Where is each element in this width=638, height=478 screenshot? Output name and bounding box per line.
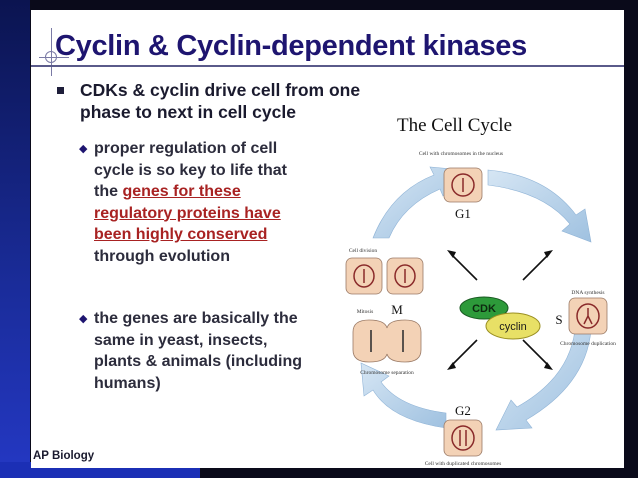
- g2-caption: Cell with duplicated chromosomes: [425, 461, 502, 467]
- cyclin-shape: [485, 312, 541, 340]
- center-arrow-down-left: [450, 339, 478, 367]
- center-arrow-down-right: [522, 339, 550, 367]
- diamond-bullet-icon: ◆: [79, 143, 88, 155]
- arrowhead-down-right: [544, 362, 553, 370]
- cdk-shape: [459, 296, 509, 320]
- diamond-bullet-icon: ◆: [79, 313, 88, 325]
- cell-division-caption: Cell division: [349, 248, 378, 254]
- g2-cell-icon: [443, 419, 483, 457]
- g1-label: G1: [455, 206, 471, 221]
- diagram-title: The Cell Cycle: [397, 115, 513, 136]
- m-dividing-cell-icon: [352, 319, 422, 363]
- cell-cycle-diagram: Cell with chromosomes in the nucleus G1 …: [345, 151, 616, 467]
- left-blue-band: [0, 0, 30, 478]
- arrowhead-up-right: [544, 250, 553, 258]
- cyclin-label: cyclin: [499, 321, 527, 333]
- m-daughter-cell-left-icon: [345, 257, 383, 295]
- center-arrow-up-left: [450, 253, 478, 281]
- arrowhead-up-left: [447, 250, 456, 258]
- bullet-square-icon: [57, 87, 64, 94]
- title-underline: [31, 65, 624, 67]
- sub-bullet-1-before: proper regulation of cell cycle is so ke…: [94, 140, 287, 200]
- m-label: M: [391, 302, 403, 317]
- cdk-label: CDK: [472, 303, 496, 315]
- s-label: S: [555, 312, 562, 327]
- top-caption: Cell with chromosomes in the nucleus: [419, 151, 503, 157]
- sub-bullet-genes: the genes are basically the same in yeas…: [94, 310, 303, 392]
- sub-bullet-1-after: through evolution: [94, 247, 230, 265]
- footer-course-label: AP Biology: [33, 450, 95, 462]
- dna-synthesis-caption: DNA synthesis: [571, 290, 604, 296]
- g2-label: G2: [455, 403, 471, 418]
- sub-bullet-regulation: proper regulation of cell cycle is so ke…: [94, 138, 309, 267]
- chromosome-separation-caption: Chromosome separation: [360, 370, 414, 376]
- center-arrow-up-right: [522, 253, 550, 281]
- mitosis-caption: Mitosis: [357, 309, 374, 315]
- arrow-s-to-g2: [495, 329, 592, 431]
- g1-cell-icon: [443, 167, 483, 203]
- slide-canvas: Cyclin & Cyclin-dependent kinases CDKs &…: [31, 10, 624, 468]
- arrowhead-down-left: [447, 362, 456, 370]
- arrow-g2-to-m: [360, 362, 447, 429]
- slide-title: Cyclin & Cyclin-dependent kinases: [55, 30, 527, 62]
- main-bullet-text: CDKs & cyclin drive cell from one phase …: [80, 80, 361, 122]
- sub-bullet-1-highlight: genes for these regulatory proteins have…: [94, 183, 281, 243]
- m-daughter-cell-right-icon: [386, 257, 424, 295]
- title-crosshair-circle: [45, 51, 57, 63]
- s-cell-icon: [568, 297, 608, 335]
- arrow-g1-to-s: [487, 169, 592, 243]
- chromosome-duplication-caption: Chromosome duplication: [560, 341, 616, 347]
